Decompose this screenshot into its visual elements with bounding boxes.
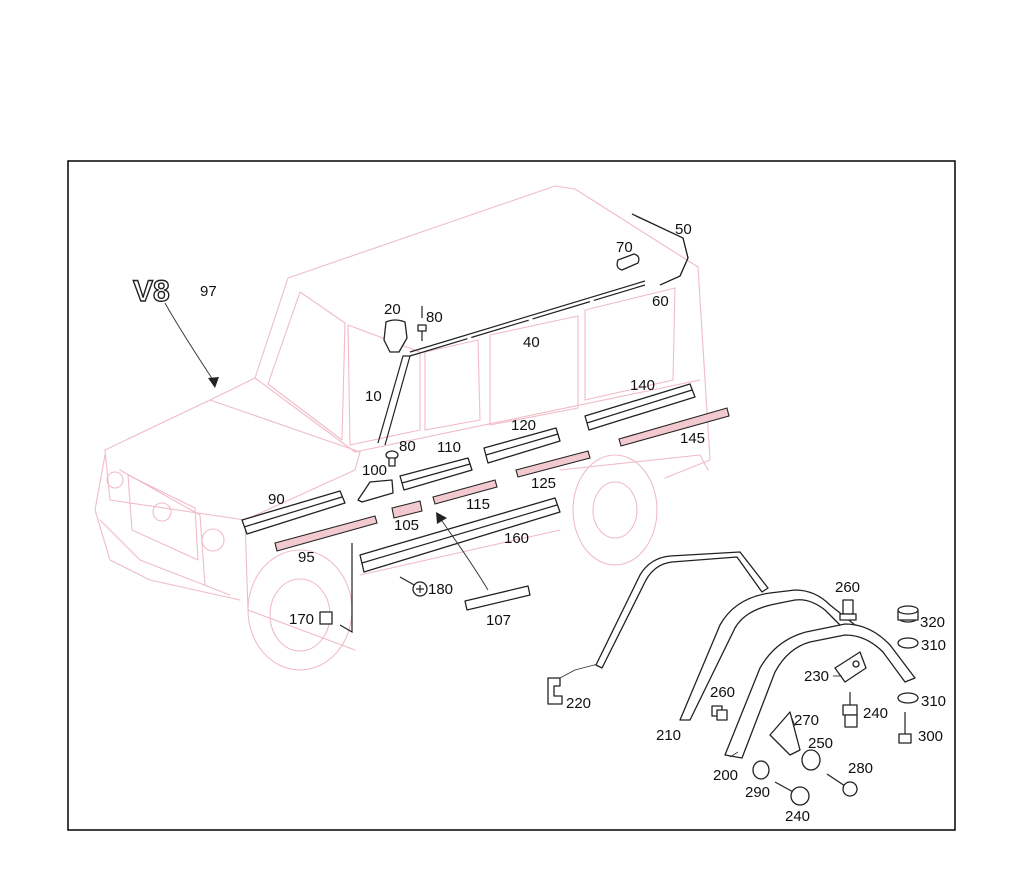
- part-240-screw-lower: [774, 781, 810, 806]
- label-310-bottom: 310: [921, 693, 946, 710]
- part-10-pillar-molding: [377, 355, 411, 446]
- label-290: 290: [745, 784, 770, 801]
- label-100: 100: [362, 462, 387, 479]
- part-280-screw: [826, 773, 858, 797]
- label-40: 40: [523, 334, 540, 351]
- label-280: 280: [848, 760, 873, 777]
- label-320: 320: [920, 614, 945, 631]
- part-160-sill-molding-edge: [361, 504, 558, 564]
- part-180-screw: [399, 576, 428, 597]
- label-107: 107: [486, 612, 511, 629]
- part-95-trim-strip: [274, 515, 378, 552]
- label-145: 145: [680, 430, 705, 447]
- part-40-roof-molding-inner: [409, 280, 646, 353]
- label-230: 230: [804, 668, 829, 685]
- part-125-trim-strip: [515, 450, 591, 478]
- label-270: 270: [794, 712, 819, 729]
- label-10: 10: [365, 388, 382, 405]
- part-200-wheel-flare: [679, 589, 856, 721]
- vehicle-outline: [94, 185, 711, 671]
- part-140-molding-edge: [586, 389, 693, 424]
- label-240-upper: 240: [863, 705, 888, 722]
- label-180: 180: [428, 581, 453, 598]
- label-60: 60: [652, 293, 669, 310]
- part-320-nut: [897, 605, 919, 623]
- label-210: 210: [656, 727, 681, 744]
- label-260-left: 260: [710, 684, 735, 701]
- part-260-bolt-top: [839, 599, 857, 621]
- leader-270: [791, 717, 796, 727]
- label-105: 105: [394, 517, 419, 534]
- arrow-107: [436, 512, 447, 524]
- part-200-wheel-flare-outer: [724, 623, 916, 759]
- part-120-molding: [483, 427, 561, 464]
- v8-emblem-text: V8: [133, 275, 170, 308]
- label-200: 200: [713, 767, 738, 784]
- part-50-rear-molding-inner: [631, 213, 689, 286]
- leader-220: [559, 663, 599, 679]
- part-20-cap: [383, 319, 408, 353]
- label-160: 160: [504, 530, 529, 547]
- label-110: 110: [437, 439, 461, 456]
- part-120-molding-edge: [485, 433, 559, 456]
- label-120: 120: [511, 417, 536, 434]
- label-220: 220: [566, 695, 591, 712]
- part-170-mudflap: [339, 543, 353, 634]
- part-310-washer-top: [897, 637, 919, 649]
- part-145-trim-strip: [618, 407, 730, 447]
- label-95: 95: [298, 549, 315, 566]
- label-140: 140: [630, 377, 655, 394]
- part-80-clip-lower: [385, 450, 399, 467]
- label-80-top: 80: [426, 309, 443, 326]
- label-115: 115: [466, 496, 490, 513]
- part-80-screw: [417, 306, 427, 341]
- part-230-hole: [852, 660, 860, 668]
- part-90-molding: [241, 490, 346, 535]
- label-97: 97: [200, 283, 217, 300]
- label-90: 90: [268, 491, 285, 508]
- part-310-washer-bottom: [897, 692, 919, 704]
- leader-107: [439, 517, 489, 591]
- part-300-bolt: [898, 712, 912, 744]
- label-50: 50: [675, 221, 692, 238]
- part-240-spacer-upper: [842, 692, 858, 728]
- part-260-bolt-left: [711, 705, 728, 721]
- part-105-trim-strip: [391, 500, 423, 519]
- part-160-sill-molding: [359, 497, 561, 573]
- arrow-97: [208, 377, 219, 388]
- part-110-molding-edge: [401, 463, 471, 484]
- diagram-frame: [67, 160, 956, 831]
- part-220-bracket: [547, 677, 563, 705]
- label-250: 250: [808, 735, 833, 752]
- part-210-wheel-arch-trim: [595, 551, 769, 669]
- leader-200: [729, 751, 739, 758]
- v8-emblem: V8: [132, 274, 170, 308]
- leader-97: [164, 302, 216, 384]
- label-80-lower: 80: [399, 438, 416, 455]
- part-90-molding-edge: [243, 496, 343, 528]
- label-70: 70: [616, 239, 633, 256]
- part-107-badge: [464, 585, 531, 611]
- part-140-molding: [584, 383, 696, 431]
- label-170: 170: [289, 611, 314, 628]
- part-70-end-cap: [616, 253, 640, 271]
- part-40-roof-molding: [409, 284, 646, 357]
- part-labels: 10 20 40 50 60 70 80 80 90 95 97 100 105…: [200, 221, 946, 825]
- label-260-top: 260: [835, 579, 860, 596]
- label-20: 20: [384, 301, 401, 318]
- part-230-bracket: [834, 651, 867, 683]
- part-270-bracket: [769, 711, 801, 756]
- part-250-washer: [801, 749, 821, 771]
- part-290-spacer: [752, 760, 770, 780]
- part-170-clip: [319, 611, 333, 625]
- label-300: 300: [918, 728, 943, 745]
- part-115-trim-strip: [432, 479, 498, 505]
- label-240-lower: 240: [785, 808, 810, 825]
- part-100-molding: [357, 479, 394, 503]
- label-125: 125: [531, 475, 556, 492]
- label-310-top: 310: [921, 637, 946, 654]
